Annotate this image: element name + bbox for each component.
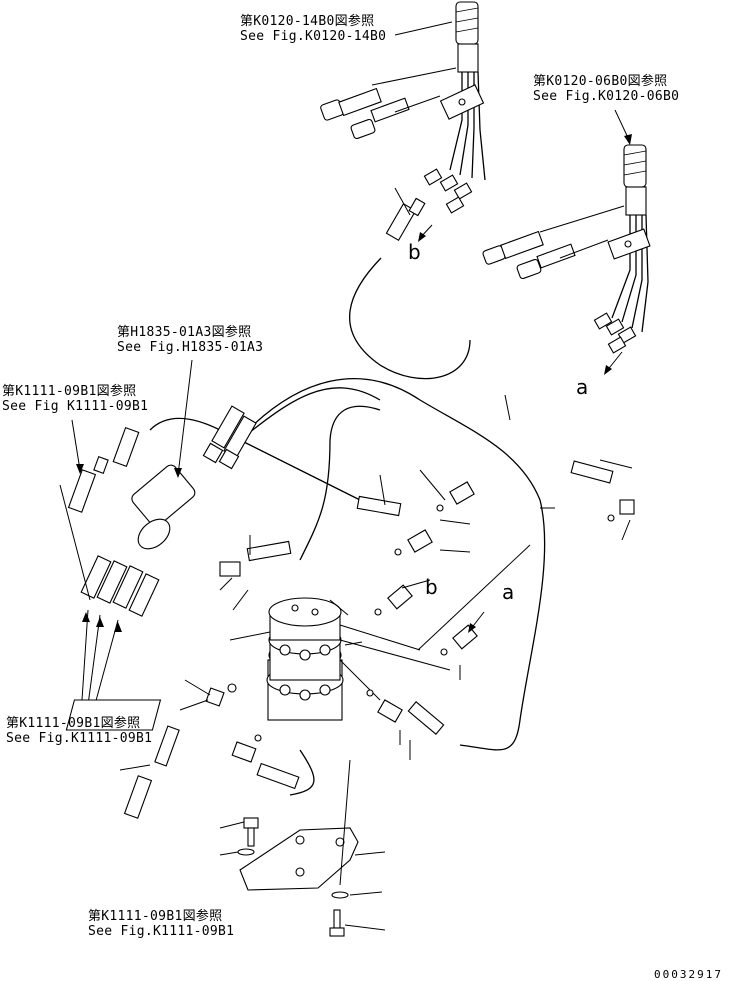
- ref-k1111-top-en: See Fig K1111-09B1: [2, 399, 149, 414]
- ref-k1111-bottom-en: See Fig.K1111-09B1: [88, 924, 235, 939]
- left-fittings: [59, 359, 257, 709]
- ref-k0120-06b0-label: 第K0120-06B0図参照 See Fig.K0120-06B0: [533, 74, 679, 104]
- ref-k1111-mid-label: 第K1111-09B1図参照 See Fig.K1111-09B1: [6, 716, 152, 746]
- ref-k1111-top-label: 第K1111-09B1図参照 See Fig K1111-09B1: [2, 384, 148, 414]
- hose-routing: [149, 257, 546, 796]
- drawing-number: 00032917: [654, 968, 723, 981]
- connection-letter-b-lower: b: [425, 575, 438, 599]
- ref-h1835-jp: 第H1835-01A3図参照: [117, 325, 252, 340]
- ref-k0120-06b0-en: See Fig.K0120-06B0: [533, 89, 680, 104]
- ref-k1111-top-jp: 第K1111-09B1図参照: [2, 384, 137, 399]
- ref-k0120-14b0-en: See Fig.K0120-14B0: [240, 29, 387, 44]
- connection-letter-b-upper: b: [408, 240, 421, 264]
- ref-k1111-bottom-jp: 第K1111-09B1図参照: [88, 909, 223, 924]
- ref-k0120-06b0-jp: 第K0120-06B0図参照: [533, 74, 668, 89]
- swivel-joint: [65, 597, 451, 731]
- connection-letter-a-upper: a: [576, 375, 589, 399]
- ref-k0120-14b0-jp: 第K0120-14B0図参照: [240, 14, 375, 29]
- ref-k1111-bottom-label: 第K1111-09B1図参照 See Fig.K1111-09B1: [88, 909, 234, 939]
- ref-k0120-14b0-label: 第K0120-14B0図参照 See Fig.K0120-14B0: [240, 14, 386, 44]
- mounting-plate: [237, 759, 359, 937]
- right-harness: [482, 109, 651, 375]
- ref-h1835-en: See Fig.H1835-01A3: [117, 340, 264, 355]
- upper-harness: [320, 1, 486, 242]
- ref-k1111-mid-jp: 第K1111-09B1図参照: [6, 716, 141, 731]
- connection-letter-a-lower: a: [502, 580, 515, 604]
- leader-lines: [119, 394, 633, 931]
- ref-h1835-label: 第H1835-01A3図参照 See Fig.H1835-01A3: [117, 325, 263, 355]
- ref-k1111-mid-en: See Fig.K1111-09B1: [6, 731, 153, 746]
- small-fittings: [123, 460, 635, 819]
